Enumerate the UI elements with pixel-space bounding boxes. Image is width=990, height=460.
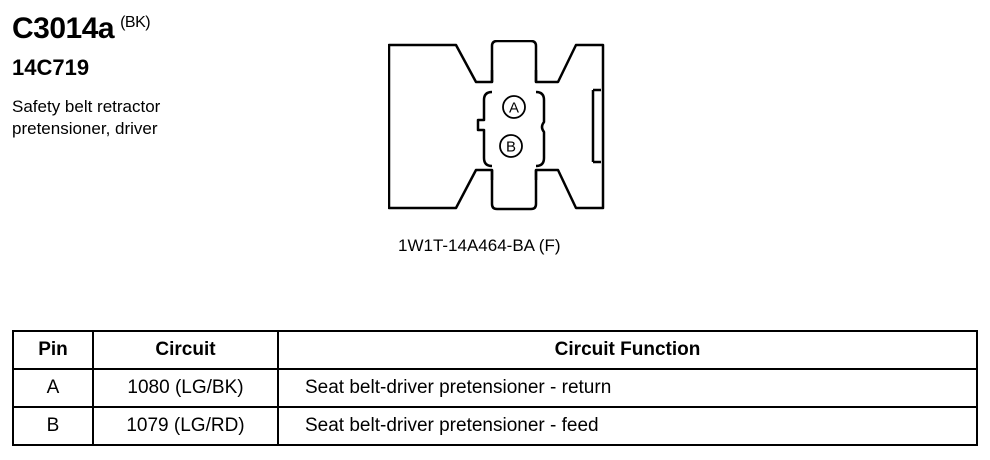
pin-b: B: [499, 134, 523, 158]
connector-face-diagram: A B: [388, 40, 605, 211]
title-block: C3014a (BK) 14C719 Safety belt retractor …: [12, 6, 212, 140]
color-code: (BK): [120, 14, 151, 31]
pin-a: A: [502, 95, 526, 119]
connector-outline: [388, 40, 605, 211]
header-circuit-function: Circuit Function: [277, 330, 978, 370]
inner-housing-outline: [476, 70, 546, 180]
cell-function: Seat belt-driver pretensioner - feed: [277, 406, 978, 446]
header-circuit: Circuit: [92, 330, 279, 370]
cell-function: Seat belt-driver pretensioner - return: [277, 368, 978, 408]
table-row: A 1080 (LG/BK) Seat belt-driver pretensi…: [12, 368, 978, 408]
connector-id-text: C3014a: [12, 12, 115, 45]
connector-description: Safety belt retractor pretensioner, driv…: [12, 97, 161, 138]
header-pin: Pin: [12, 330, 94, 370]
cell-circuit: 1079 (LG/RD): [92, 406, 279, 446]
connector-id: C3014a (BK): [12, 6, 212, 46]
connector-code: 1W1T-14A464-BA (F): [398, 236, 561, 255]
cell-pin: B: [12, 406, 94, 446]
pin-b-label: B: [506, 139, 516, 156]
cell-pin: A: [12, 368, 94, 408]
table-row: B 1079 (LG/RD) Seat belt-driver pretensi…: [12, 406, 978, 446]
table-header-row: Pin Circuit Circuit Function: [12, 330, 978, 370]
cell-circuit: 1080 (LG/BK): [92, 368, 279, 408]
pin-table: Pin Circuit Circuit Function A 1080 (LG/…: [12, 330, 978, 446]
part-number: 14C719: [12, 55, 90, 80]
pin-a-label: A: [509, 100, 519, 117]
latch-slot: [591, 88, 601, 164]
